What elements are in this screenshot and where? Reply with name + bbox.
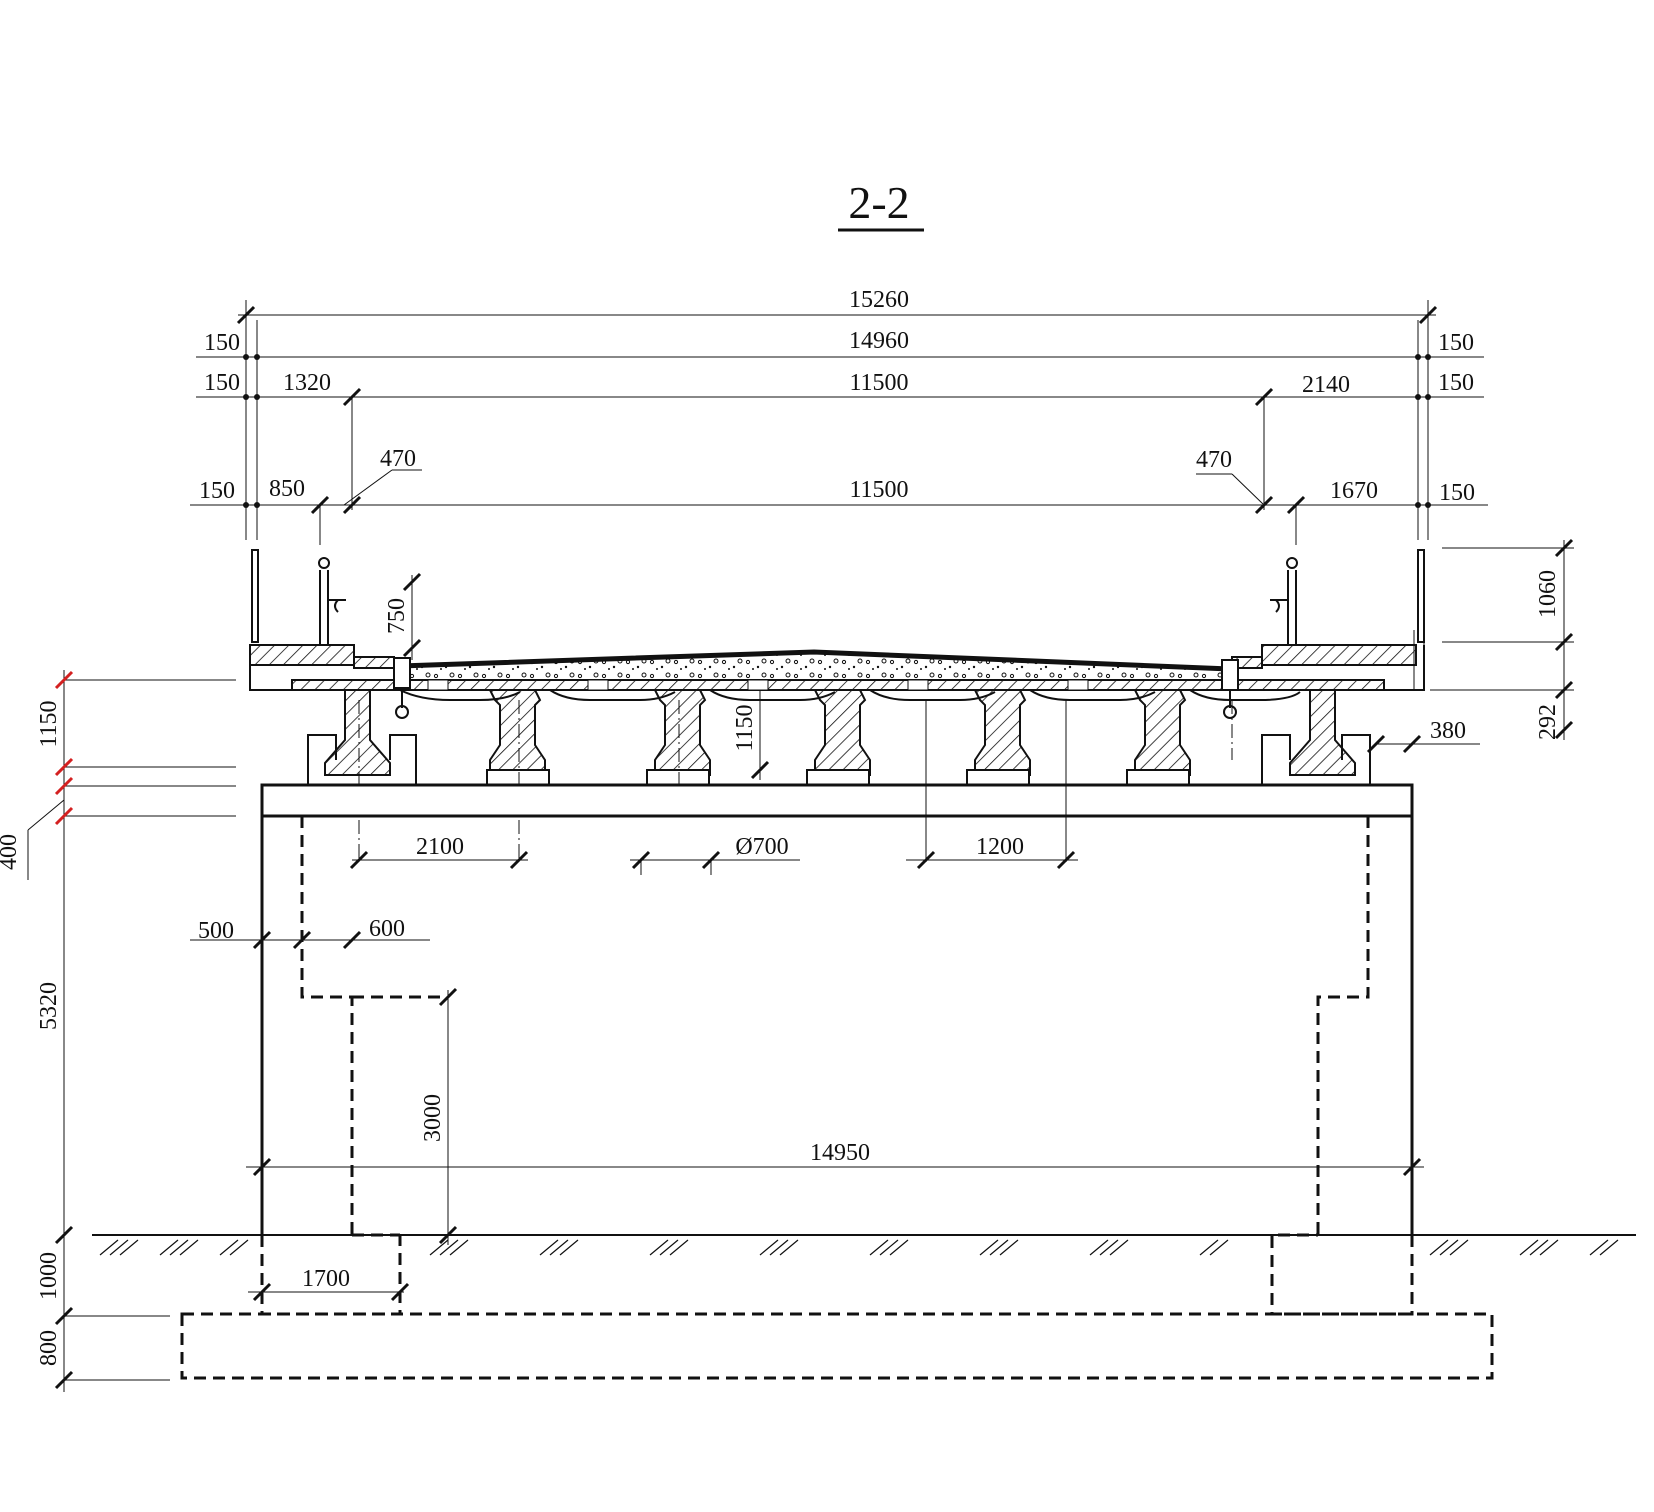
dim-right-sidewalk-2: 1670 [1330, 478, 1378, 504]
girder-1 [324, 689, 391, 776]
dim-beam-height-mid: 1150 [732, 704, 758, 751]
dim-column-width: 1700 [302, 1266, 350, 1292]
dim-right-curb: 470 [1196, 447, 1232, 473]
dim-inner-width: 14960 [849, 328, 909, 354]
dim-carriageway-2: 11500 [849, 477, 908, 503]
dim-pile-diameter: Ø700 [735, 834, 788, 860]
pier [180, 816, 1494, 1380]
dim-left-sidewalk-1: 1320 [283, 370, 331, 396]
dim-edge-offset: 380 [1430, 718, 1466, 744]
dim-right-sidewalk-1: 2140 [1302, 372, 1350, 398]
girder-4 [813, 689, 871, 776]
girder-7 [1289, 689, 1356, 776]
dim-right-edge-3: 150 [1439, 480, 1475, 506]
dim-railing-height: 1060 [1535, 570, 1561, 618]
dim-embedment: 1000 [36, 1252, 62, 1300]
dim-carriageway-1: 11500 [849, 370, 908, 396]
dim-beam-spacing-2: 1200 [976, 834, 1024, 860]
dim-cap-thickness: 400 [0, 834, 22, 870]
right-dimensions: 1060 292 380 750 1150 [384, 538, 1574, 780]
dim-left-sidewalk-2: 850 [269, 476, 305, 502]
girder-3 [653, 689, 711, 776]
dim-beam-spacing: 2100 [416, 834, 464, 860]
left-dimensions: 1150 400 5320 1000 800 [0, 670, 236, 1392]
ground-line [92, 1234, 1636, 1256]
section-title: 2-2 [848, 177, 909, 228]
dim-pier-height: 5320 [36, 982, 62, 1030]
girder-2 [488, 689, 546, 776]
dim-footing-thickness: 800 [36, 1330, 62, 1366]
dim-right-edge-1: 150 [1438, 330, 1474, 356]
superstructure [249, 549, 1425, 719]
dim-left-edge-2: 150 [204, 370, 240, 396]
dim-curb-height: 750 [384, 598, 410, 634]
dim-cap-width: 14950 [810, 1140, 870, 1166]
dim-column-height: 3000 [420, 1094, 446, 1142]
lower-horizontal-dimensions: 2100 Ø700 1200 500 600 3000 14950 [190, 700, 1424, 1302]
top-dimension-chains: 15260 150 14960 150 150 1320 11500 2140 … [190, 287, 1488, 545]
dim-left-curb: 470 [380, 446, 416, 472]
girders [307, 689, 1371, 860]
dim-column-offset: 600 [369, 916, 405, 942]
dim-left-edge-1: 150 [204, 330, 240, 356]
girder-6 [1133, 689, 1191, 776]
dim-deck-thickness: 292 [1535, 704, 1561, 740]
dim-cap-overhang: 500 [198, 918, 234, 944]
dim-beam-height-left: 1150 [36, 700, 62, 747]
dim-overall-width: 15260 [849, 287, 909, 313]
pier-cap [260, 783, 1414, 818]
dim-left-edge-3: 150 [199, 478, 235, 504]
girder-5 [973, 689, 1031, 776]
dim-right-edge-2: 150 [1438, 370, 1474, 396]
